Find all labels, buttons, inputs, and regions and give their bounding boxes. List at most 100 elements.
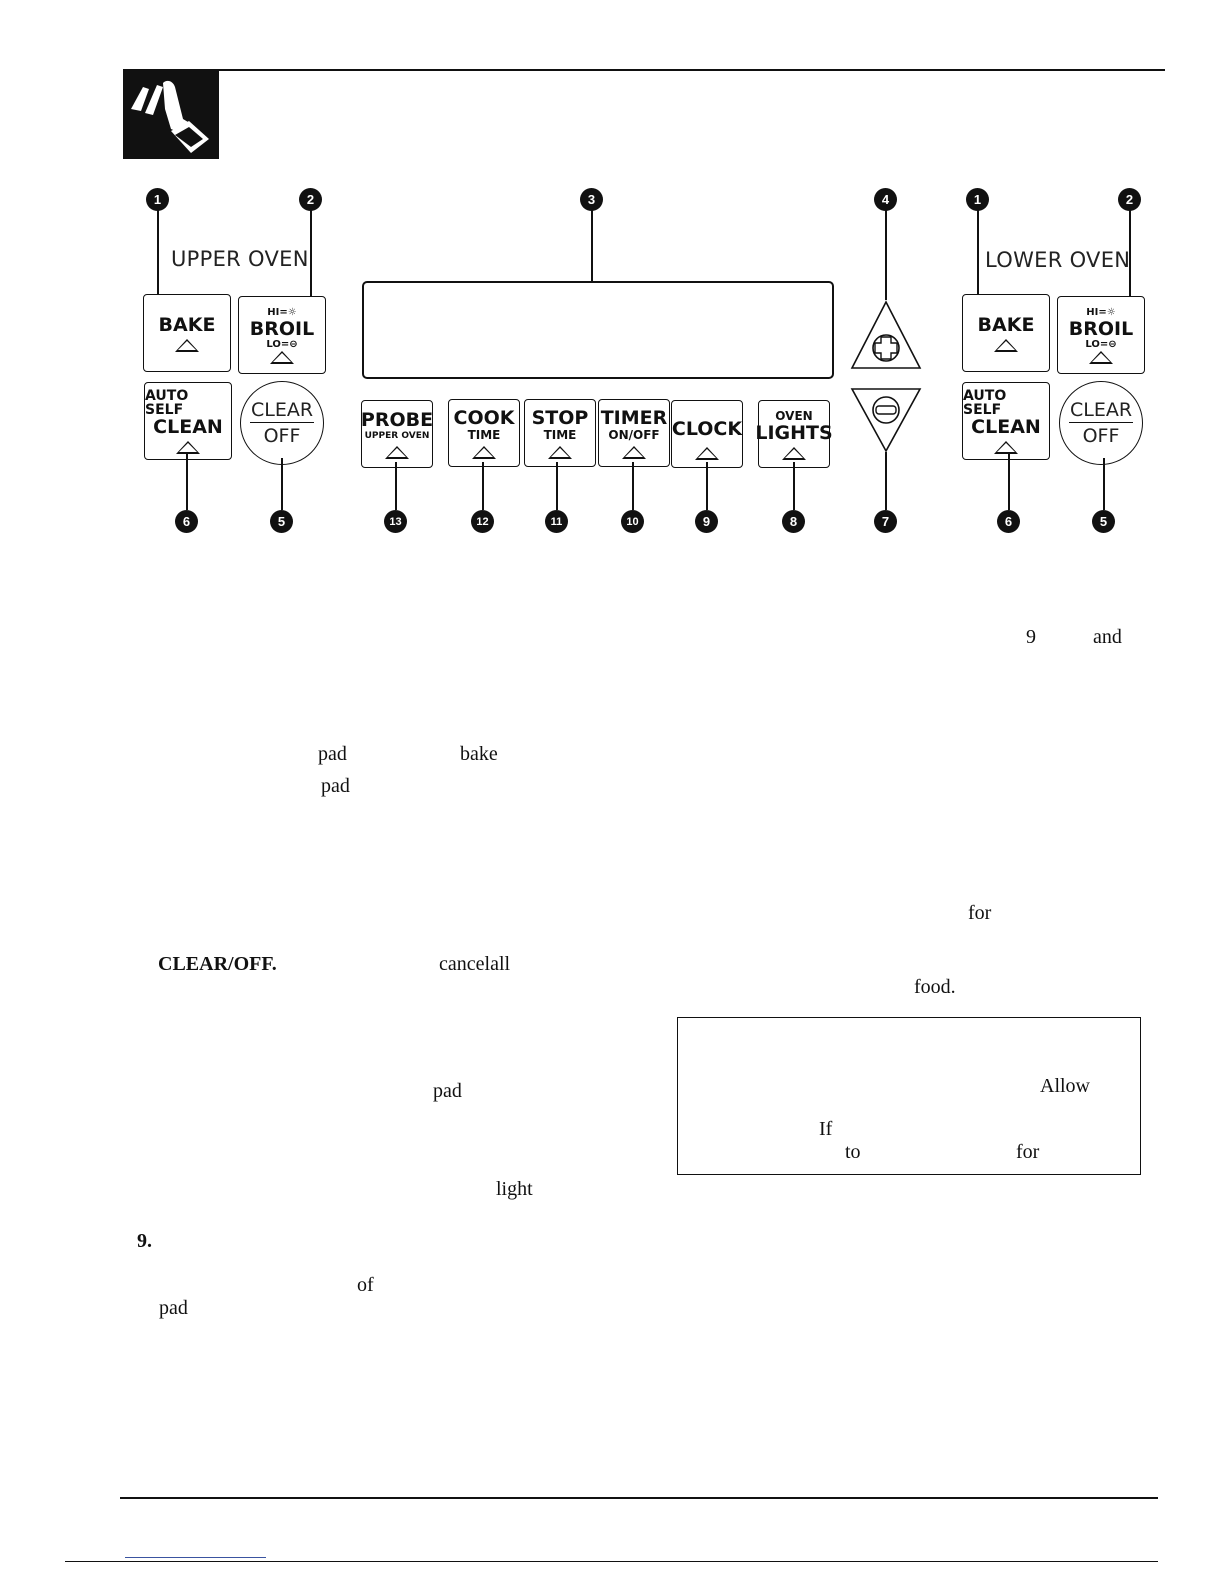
broil-label: BROIL	[249, 317, 315, 340]
bake-label: BAKE	[158, 313, 216, 336]
callout-4: 4	[874, 188, 897, 211]
lower-broil-pad[interactable]: HI=☼ BROIL LO=⊖	[1057, 296, 1145, 374]
broil-hi-label: HI=	[1086, 306, 1107, 318]
lower-clear-off-pad[interactable]: CLEAR OFF	[1059, 381, 1143, 465]
leader-line	[556, 462, 558, 510]
footer-rule	[65, 1561, 1158, 1562]
callout-2-upper: 2	[299, 188, 322, 211]
text-fragment-bold: 9.	[137, 1230, 152, 1252]
leader-line	[632, 462, 634, 510]
display-panel	[362, 281, 834, 379]
text-fragment: cancelall	[439, 953, 511, 975]
leader-line	[793, 462, 795, 510]
timer-on-off-pad[interactable]: TIMER ON/OFF	[598, 399, 670, 467]
minus-circle-icon: ⊖	[1108, 338, 1117, 350]
text-fragment: pad	[318, 743, 347, 765]
on-off-sublabel: ON/OFF	[608, 427, 660, 442]
leader-line	[186, 452, 188, 510]
text-fragment: food.	[914, 976, 956, 998]
upper-oven-sublabel: UPPER OVEN	[364, 430, 430, 441]
oven-lights-pad[interactable]: OVEN LIGHTS	[755, 400, 833, 468]
text-fragment: pad	[433, 1080, 462, 1102]
callout-10: 10	[621, 510, 644, 533]
leader-line	[591, 208, 593, 282]
top-rule	[123, 69, 1165, 71]
leader-line	[706, 462, 708, 510]
upper-clear-off-pad[interactable]: CLEAR OFF	[240, 381, 324, 465]
upper-bake-pad[interactable]: BAKE	[143, 294, 231, 372]
lower-auto-self-clean-pad[interactable]: AUTO SELF CLEAN	[962, 382, 1050, 460]
callout-11: 11	[545, 510, 568, 533]
text-fragment: light	[496, 1178, 533, 1200]
callout-12: 12	[471, 510, 494, 533]
broil-lo-label: LO=	[1085, 338, 1109, 350]
triangle-icon	[472, 445, 496, 459]
leader-line	[157, 208, 159, 294]
callout-8: 8	[782, 510, 805, 533]
triangle-icon	[695, 446, 719, 460]
time-sublabel: TIME	[543, 427, 577, 442]
footer-accent-rule	[125, 1557, 266, 1558]
time-sublabel: TIME	[467, 427, 501, 442]
auto-self-label: AUTO SELF	[963, 387, 1007, 418]
callout-1-upper: 1	[146, 188, 169, 211]
stop-time-pad[interactable]: STOP TIME	[524, 399, 596, 467]
triangle-icon	[1089, 350, 1113, 364]
upper-broil-pad[interactable]: HI=☼ BROIL LO=⊖	[238, 296, 326, 374]
text-fragment: 9	[1026, 626, 1036, 648]
text-fragment-bold: CLEAR/OFF.	[158, 953, 277, 975]
clean-label: CLEAN	[971, 415, 1041, 438]
off-label: OFF	[263, 425, 301, 448]
upper-oven-label: UPPER OVEN	[171, 247, 309, 271]
divider	[1069, 421, 1133, 424]
oven-sublabel: OVEN	[775, 408, 813, 423]
minus-triangle-icon	[850, 388, 922, 453]
auto-self-label: AUTO SELF	[145, 387, 189, 418]
text-fragment: for	[1016, 1141, 1040, 1163]
callout-9: 9	[695, 510, 718, 533]
lower-bake-pad[interactable]: BAKE	[962, 294, 1050, 372]
probe-pad[interactable]: PROBE UPPER OVEN	[361, 400, 433, 468]
leader-line	[1103, 458, 1105, 510]
leader-line	[395, 462, 397, 510]
stop-label: STOP	[531, 406, 589, 429]
decrease-pad[interactable]	[848, 383, 924, 455]
sun-icon: ☼	[287, 306, 297, 318]
increase-pad[interactable]	[848, 298, 924, 374]
callout-6-lower: 6	[997, 510, 1020, 533]
text-fragment: pad	[159, 1297, 188, 1319]
lower-oven-label: LOWER OVEN	[985, 248, 1131, 272]
minus-circle-icon: ⊖	[289, 338, 298, 350]
text-fragment: pad	[321, 775, 350, 797]
callout-5-upper: 5	[270, 510, 293, 533]
upper-auto-self-clean-pad[interactable]: AUTO SELF CLEAN	[144, 382, 232, 460]
clock-pad[interactable]: CLOCK	[671, 400, 743, 468]
clear-label: CLEAR	[1069, 398, 1133, 421]
cook-time-pad[interactable]: COOK TIME	[448, 399, 520, 467]
leader-line	[885, 208, 887, 300]
triangle-icon	[994, 440, 1018, 454]
leader-line	[310, 208, 312, 296]
off-label: OFF	[1082, 425, 1120, 448]
bottom-rule	[120, 1497, 1158, 1499]
clean-label: CLEAN	[153, 415, 223, 438]
broil-hi-label: HI=	[267, 306, 288, 318]
plus-triangle-icon	[850, 300, 922, 369]
timer-label: TIMER	[600, 406, 668, 429]
leader-line	[885, 452, 887, 510]
callout-7: 7	[874, 510, 897, 533]
text-fragment: to	[845, 1141, 861, 1163]
triangle-icon	[385, 445, 409, 459]
callout-1-lower: 1	[966, 188, 989, 211]
leader-line	[1008, 452, 1010, 510]
callout-6-upper: 6	[175, 510, 198, 533]
text-fragment: and	[1093, 626, 1122, 648]
triangle-icon	[548, 445, 572, 459]
text-fragment: bake	[460, 743, 498, 765]
text-fragment: Allow	[1040, 1075, 1090, 1097]
triangle-icon	[994, 338, 1018, 352]
hand-pressing-pad-icon	[123, 69, 219, 159]
note-box	[677, 1017, 1141, 1175]
divider	[250, 421, 314, 424]
clear-label: CLEAR	[250, 398, 314, 421]
